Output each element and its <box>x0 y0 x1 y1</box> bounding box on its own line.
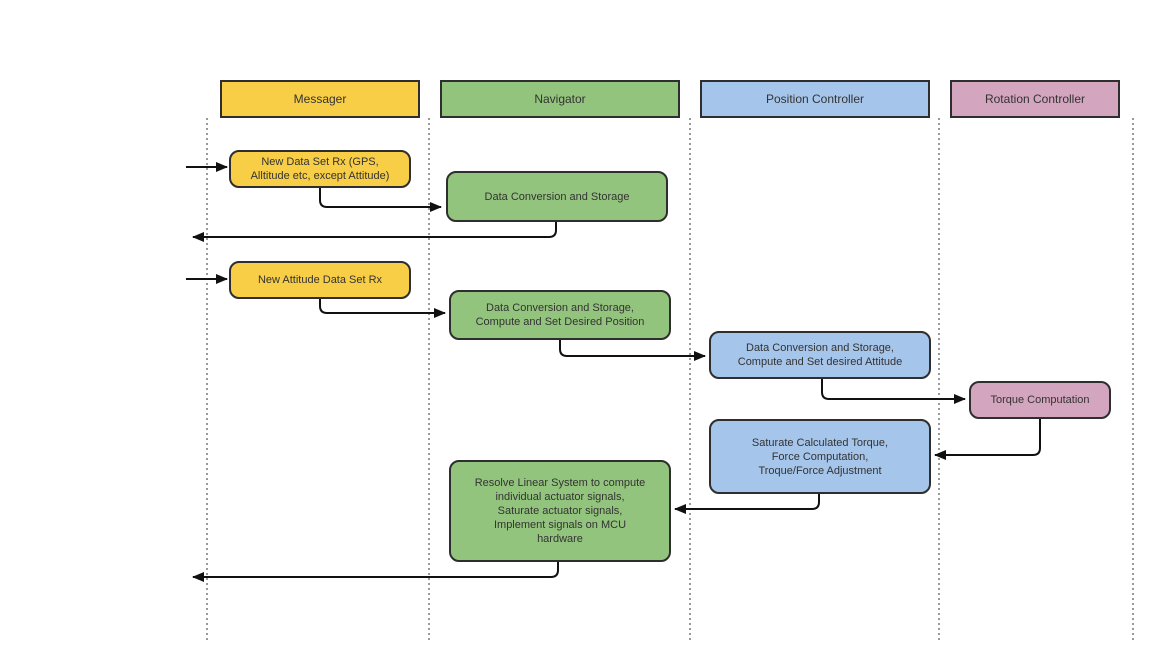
lane-header-navigator: Navigator <box>440 80 680 118</box>
node-compute-desired-position: Data Conversion and Storage, Compute and… <box>449 290 671 340</box>
node-label: Resolve Linear System to compute individ… <box>474 477 646 545</box>
node-new-data-set-rx: New Data Set Rx (GPS, Alltitude etc, exc… <box>229 150 411 188</box>
node-new-attitude-data-set-rx: New Attitude Data Set Rx <box>229 261 411 299</box>
arrow-new-data-set-to-data-conversion <box>319 188 442 212</box>
node-compute-desired-attitude: Data Conversion and Storage, Compute and… <box>709 331 931 379</box>
node-label: Saturate Calculated Torque, Force Comput… <box>751 436 889 477</box>
arrow-new-attitude-to-desired-position <box>319 299 446 318</box>
node-data-conversion-storage: Data Conversion and Storage <box>446 171 668 222</box>
node-label: Data Conversion and Storage, Compute and… <box>737 342 903 368</box>
node-label: Data Conversion and Storage, Compute and… <box>475 302 645 328</box>
lane-header-label: Rotation Controller <box>984 92 1086 106</box>
node-resolve-linear-system: Resolve Linear System to compute individ… <box>449 460 671 562</box>
node-label: New Data Set Rx (GPS, Alltitude etc, exc… <box>250 156 390 182</box>
lane-header-messager: Messager <box>220 80 420 118</box>
node-label: Data Conversion and Storage <box>484 190 630 203</box>
node-saturate-calculated-torque: Saturate Calculated Torque, Force Comput… <box>709 419 931 494</box>
lane-header-rotation-controller: Rotation Controller <box>950 80 1120 118</box>
arrow-saturate-to-resolve-linear <box>674 494 820 514</box>
arrow-desired-attitude-to-torque-computation <box>821 379 966 404</box>
arrow-data-conversion-return-left <box>192 222 557 242</box>
lane-header-label: Position Controller <box>765 92 865 106</box>
node-torque-computation: Torque Computation <box>969 381 1111 419</box>
arrow-torque-computation-to-saturate <box>934 419 1041 460</box>
arrow-desired-position-to-desired-attitude <box>559 340 706 361</box>
lane-header-position-controller: Position Controller <box>700 80 930 118</box>
arrow-resolve-linear-return-left <box>192 562 559 582</box>
node-label: New Attitude Data Set Rx <box>257 274 383 286</box>
lane-header-label: Messager <box>293 92 347 106</box>
node-label: Torque Computation <box>990 394 1090 406</box>
lane-header-label: Navigator <box>534 92 586 106</box>
